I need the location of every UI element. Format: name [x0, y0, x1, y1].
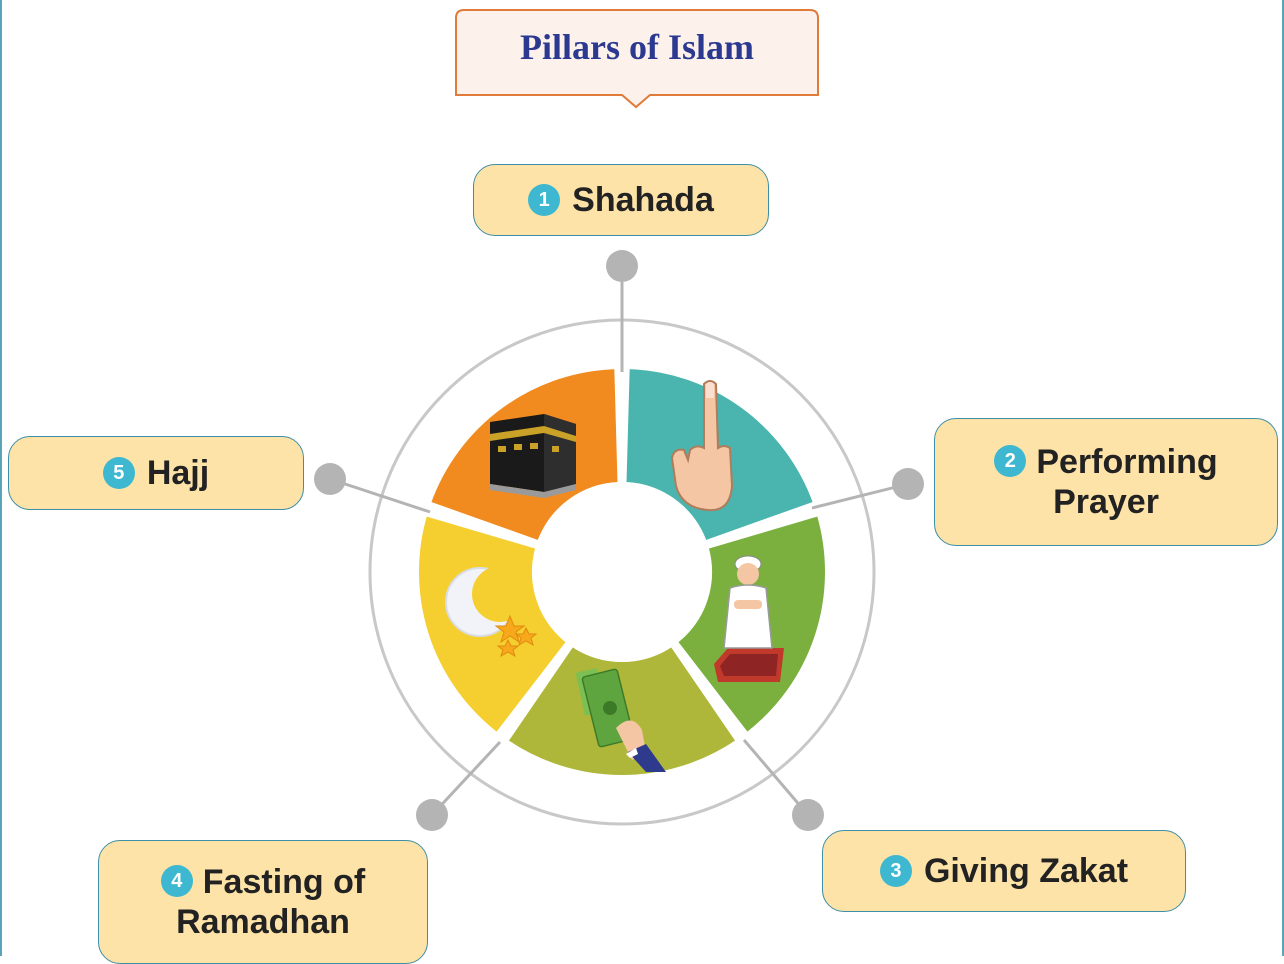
giving-money-icon — [576, 668, 666, 772]
pillar-name-line2: Prayer — [1053, 483, 1159, 521]
raised-finger-icon — [670, 380, 734, 512]
pillar-label-fasting: 4 Fasting of Ramadhan — [98, 840, 428, 964]
page-border-left — [0, 0, 2, 956]
connector-dot-prayer — [892, 468, 924, 500]
connector-dot-fasting — [416, 799, 448, 831]
pillar-label-hajj: 5 Hajj — [8, 436, 304, 510]
pillar-name-line1-row: 4 Fasting of — [160, 862, 366, 902]
kaaba-icon — [490, 414, 576, 498]
pillar-name-line1: Fasting of — [202, 863, 366, 901]
connector-fasting — [430, 740, 502, 817]
number-badge: 1 — [528, 184, 561, 216]
connector-dot-hajj — [314, 463, 346, 495]
connector-hajj — [329, 477, 431, 514]
pillar-label-shahada: 1 Shahada — [473, 164, 769, 236]
page-border-right — [1282, 0, 1284, 956]
connector-zakat — [742, 739, 810, 816]
pillar-name-line1: Performing — [1036, 443, 1218, 481]
pillar-name: Giving Zakat — [923, 852, 1129, 890]
pillar-name: Shahada — [572, 181, 714, 219]
pillar-name-line2: Ramadhan — [176, 903, 350, 941]
number-badge: 2 — [994, 445, 1027, 478]
praying-boy-icon — [714, 555, 784, 682]
connector-prayer — [811, 482, 909, 510]
crescent-moon-stars-icon — [445, 566, 538, 658]
pillar-name-line1-row: 2 Performing — [994, 442, 1218, 482]
pillar-name: Hajj — [146, 454, 210, 492]
title-callout-box — [455, 9, 819, 109]
number-badge: 3 — [879, 855, 912, 887]
number-badge: 4 — [160, 865, 193, 898]
pillar-label-zakat: 3 Giving Zakat — [822, 830, 1186, 912]
number-badge: 5 — [102, 457, 135, 489]
wheel-hub — [532, 482, 712, 662]
pillar-label-prayer: 2 Performing Prayer — [934, 418, 1278, 546]
connector-dot-shahada — [606, 250, 638, 282]
connector-dot-zakat — [792, 799, 824, 831]
page-title: Pillars of Islam — [520, 27, 754, 67]
